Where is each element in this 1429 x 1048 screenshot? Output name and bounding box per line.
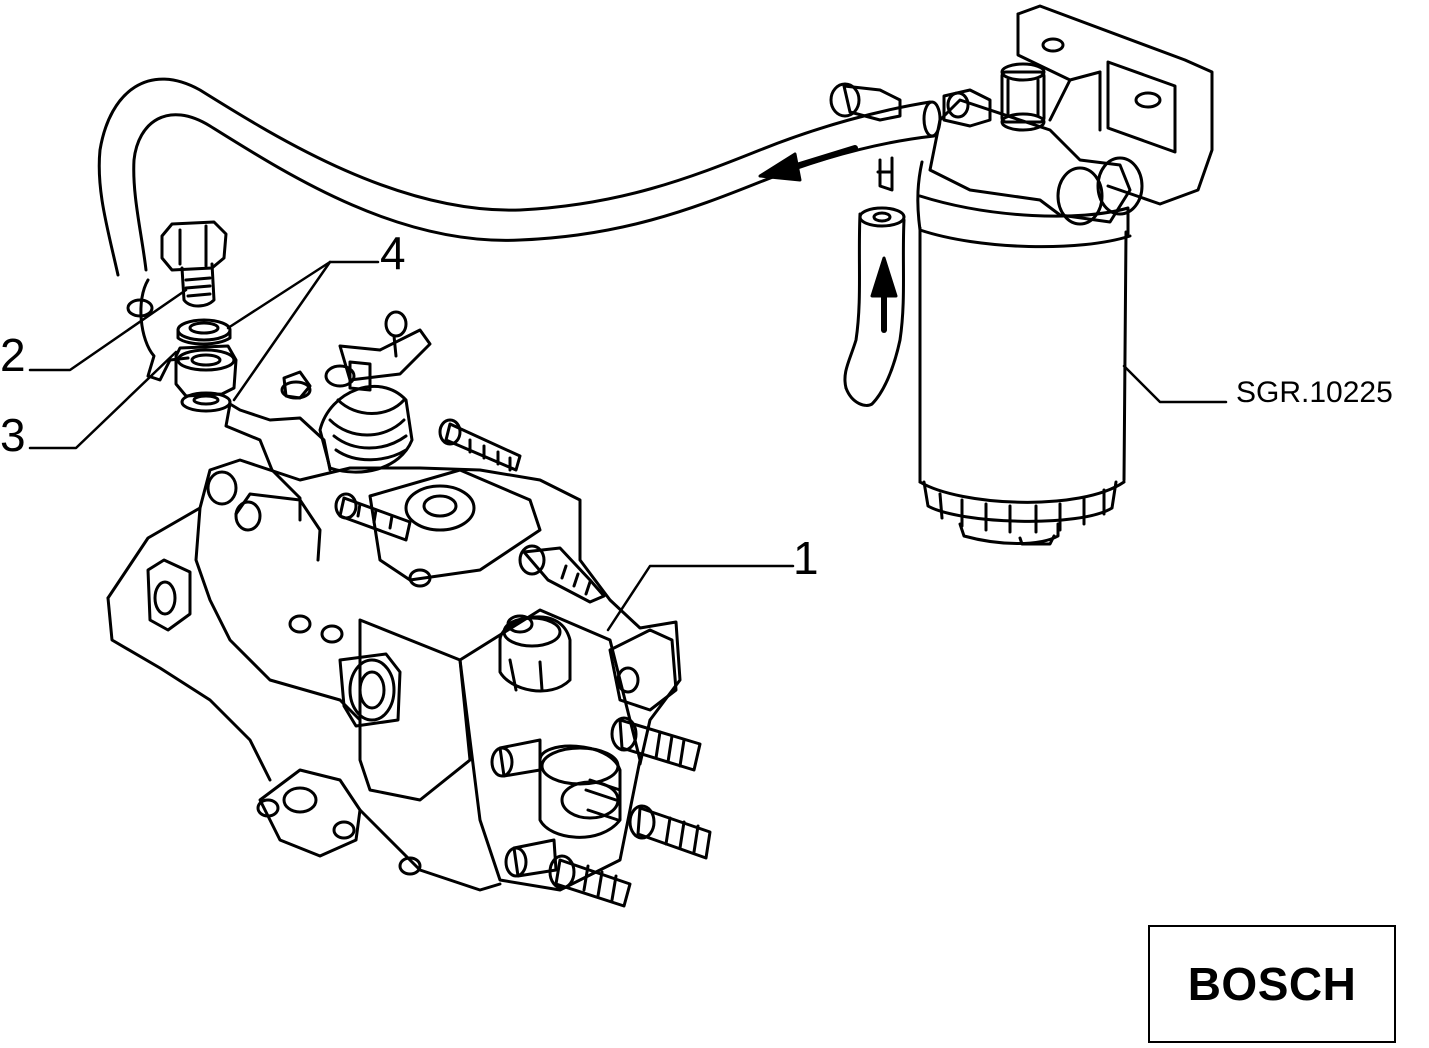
callout-leaders [28, 260, 795, 632]
inlet-hose [843, 206, 906, 407]
arrow-left-icon [758, 145, 858, 182]
callout-label-3: 3 [0, 409, 26, 461]
reference-code-label: SGR.10225 [1236, 376, 1393, 409]
filter-bracket [1016, 4, 1214, 206]
reference-leader-line [1122, 364, 1228, 404]
callout-label-1: 1 [793, 532, 819, 584]
sealing-washer-lower [180, 391, 232, 413]
filter-head [829, 62, 1144, 226]
sealing-washer-upper [176, 318, 232, 346]
callout-label-2: 2 [0, 329, 26, 381]
callout-label-4: 4 [380, 227, 406, 279]
brand-box: BOSCH [1148, 925, 1396, 1043]
banjo-bolt [160, 220, 228, 308]
injection-pump [106, 310, 712, 908]
arrow-up-icon [870, 256, 898, 333]
brand-label: BOSCH [1187, 958, 1357, 1010]
fuel-filter-cartridge [916, 160, 1132, 546]
